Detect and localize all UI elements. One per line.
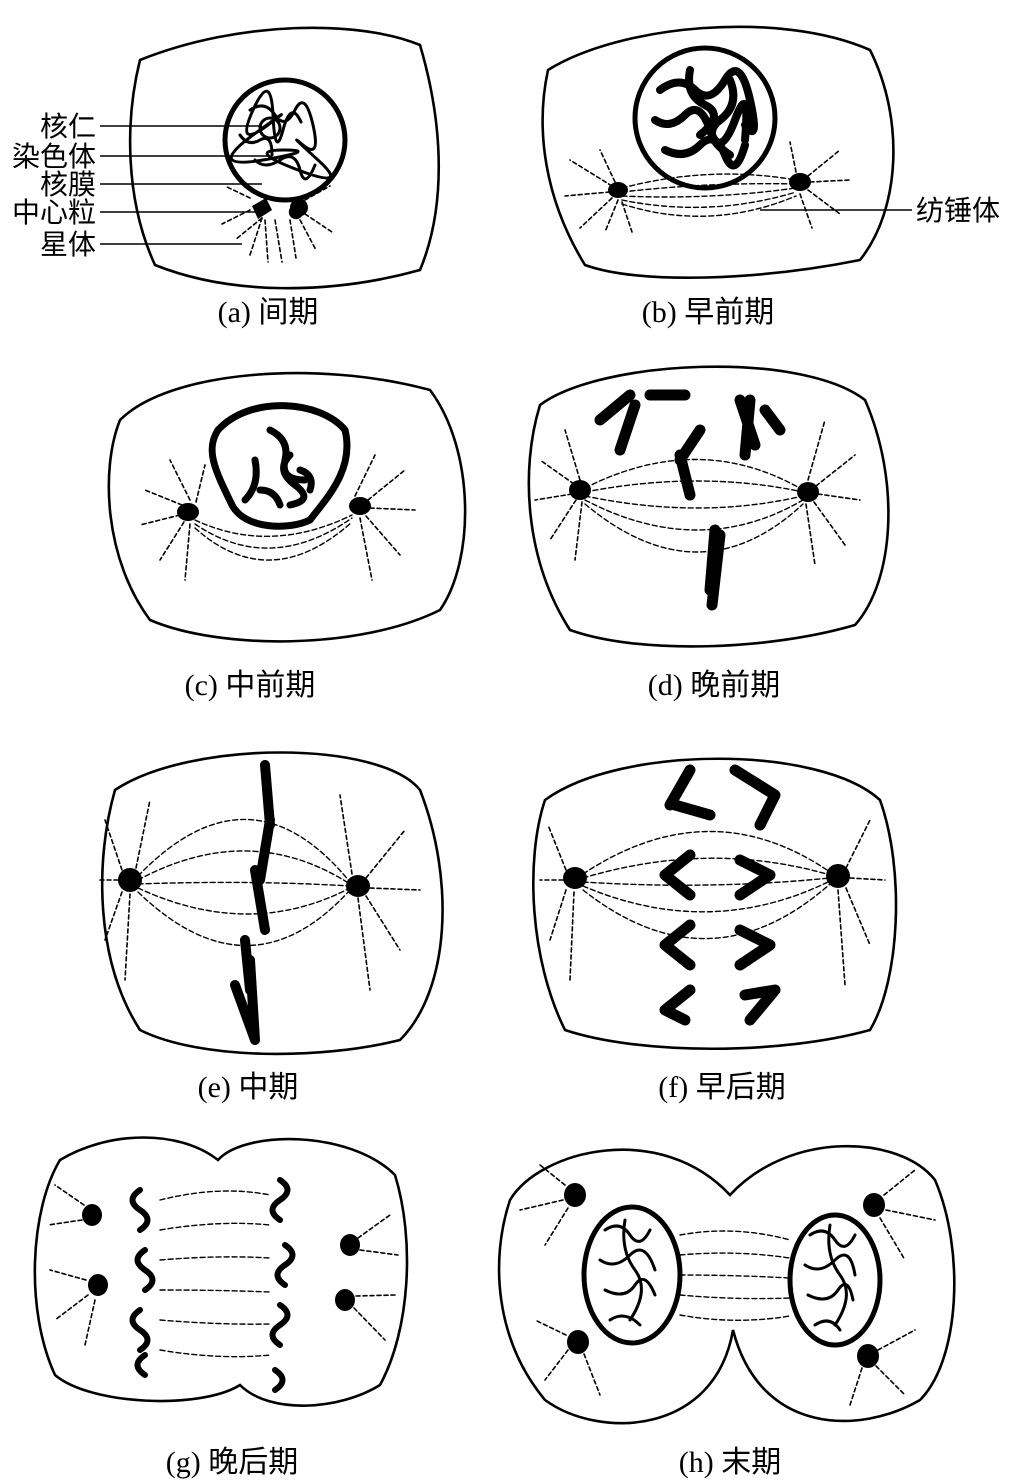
chromosomes-e bbox=[230, 760, 275, 1045]
panel-a: 核仁 染色体 核膜 中心粒 星体 (a) 间期 bbox=[12, 26, 441, 329]
aster-g bbox=[47, 1184, 399, 1346]
spindle-fibers-g bbox=[159, 1190, 271, 1358]
aster-b bbox=[564, 141, 851, 233]
cell-e bbox=[100, 751, 444, 1056]
caption-b: (b) 早前期 bbox=[642, 296, 774, 329]
centriole-c-1 bbox=[177, 503, 199, 521]
centriole-h-2 bbox=[567, 1330, 589, 1354]
nucleus-h-2 bbox=[787, 1212, 883, 1348]
spindle-fibers-c bbox=[194, 514, 353, 561]
caption-f: (f) 早后期 bbox=[658, 1071, 785, 1104]
nucleus-a bbox=[222, 77, 348, 203]
centriole-f-1 bbox=[563, 867, 587, 889]
centriole-g-2 bbox=[88, 1274, 108, 1296]
panel-b: 纺锤体 (b) 早前期 bbox=[541, 25, 1000, 329]
panel-c: (c) 中前期 bbox=[107, 371, 467, 702]
chromatin-b bbox=[651, 66, 758, 170]
aster-d bbox=[534, 419, 861, 566]
centriole-c-2 bbox=[349, 497, 371, 515]
chromatin-h-2 bbox=[803, 1223, 857, 1332]
label-aster: 星体 bbox=[40, 229, 96, 261]
caption-g: (g) 晚后期 bbox=[166, 1446, 298, 1479]
centriole-g-1 bbox=[82, 1204, 102, 1226]
aster-e bbox=[99, 794, 421, 991]
cell-f bbox=[532, 757, 898, 1051]
spindle-fibers-d bbox=[584, 458, 804, 553]
aster-f bbox=[539, 819, 886, 986]
centriole-d-1 bbox=[569, 480, 591, 500]
label-nucleolus: 核仁 bbox=[40, 111, 96, 143]
chromosomes-g bbox=[129, 1177, 296, 1393]
chromosomes-f bbox=[659, 764, 781, 1026]
cell-g bbox=[33, 1136, 409, 1407]
centriole-a-2 bbox=[288, 198, 308, 220]
chromatin-a bbox=[230, 89, 332, 181]
centriole-f-2 bbox=[826, 864, 850, 888]
centriole-a-1 bbox=[252, 198, 272, 219]
nucleolus-a bbox=[258, 116, 282, 140]
centriole-g-3 bbox=[340, 1234, 360, 1256]
caption-a: (a) 间期 bbox=[218, 296, 319, 329]
panel-d: (d) 晚前期 bbox=[527, 365, 890, 702]
aster-c bbox=[139, 454, 416, 581]
caption-e: (e) 中期 bbox=[198, 1071, 299, 1104]
spindle-fibers-f bbox=[582, 830, 831, 940]
label-chromosome: 染色体 bbox=[12, 141, 96, 173]
centriole-h-3 bbox=[863, 1193, 885, 1217]
centriole-h-4 bbox=[857, 1344, 879, 1368]
aster-h bbox=[519, 1164, 936, 1406]
caption-h: (h) 末期 bbox=[679, 1446, 781, 1479]
label-spindle: 纺锤体 bbox=[916, 195, 1000, 227]
centriole-e-1 bbox=[118, 868, 142, 892]
panel-f: (f) 早后期 bbox=[532, 757, 898, 1104]
centriole-d-2 bbox=[797, 482, 819, 502]
chromosomes-c bbox=[241, 426, 315, 509]
centriole-h-1 bbox=[564, 1183, 586, 1207]
centriole-g-4 bbox=[335, 1289, 355, 1311]
aster-a bbox=[221, 185, 333, 263]
panel-g: (g) 晚后期 bbox=[33, 1136, 409, 1479]
label-nuclear-membrane: 核膜 bbox=[40, 169, 96, 201]
centriole-b-1 bbox=[608, 182, 628, 198]
chromatin-h-1 bbox=[598, 1218, 657, 1327]
caption-c: (c) 中前期 bbox=[185, 669, 316, 702]
nucleus-h-1 bbox=[581, 1204, 683, 1346]
chromosomes-d bbox=[594, 389, 786, 611]
caption-d: (d) 晚前期 bbox=[648, 669, 780, 702]
label-centriole: 中心粒 bbox=[12, 197, 96, 229]
panel-h: (h) 末期 bbox=[497, 1144, 956, 1479]
spindle-fibers-h bbox=[679, 1230, 791, 1321]
spindle-fibers-b bbox=[621, 173, 797, 217]
panel-e: (e) 中期 bbox=[99, 751, 444, 1104]
centriole-e-2 bbox=[346, 875, 370, 897]
centriole-b-2 bbox=[789, 173, 811, 191]
